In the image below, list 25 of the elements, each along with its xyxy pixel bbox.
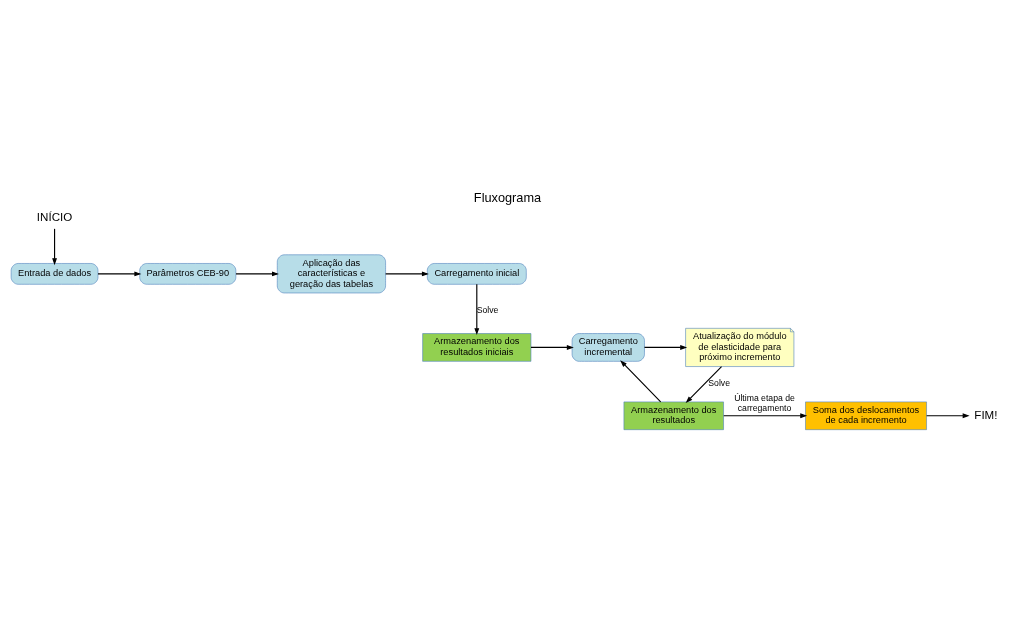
node-box: Carregamento incremental xyxy=(571,333,645,362)
node-box: Carregamento inicial xyxy=(427,263,527,285)
arrow xyxy=(926,413,970,419)
node-text: INÍCIO xyxy=(36,211,73,224)
node-box: Armazenamento dos resultados xyxy=(623,401,724,430)
arrow xyxy=(474,283,480,336)
diagram-title: Fluxograma xyxy=(473,189,542,205)
node-box: Aplicação das características e geração das tabelas xyxy=(276,254,386,294)
arrow xyxy=(723,413,808,419)
edge-label: Solve xyxy=(476,304,499,315)
edge-label: Última etapa de carregamento xyxy=(734,393,795,414)
arrow xyxy=(530,345,574,350)
edge-label: Solve xyxy=(708,378,731,389)
node-box: Armazenamento dos resultados iniciais xyxy=(422,333,532,362)
arrow xyxy=(52,228,57,266)
node-box: Entrada de dados xyxy=(10,263,99,285)
node-box: Soma dos deslocamentos de cada incremento xyxy=(805,401,927,430)
arrow xyxy=(643,345,688,350)
node-box: Parâmetros CEB-90 xyxy=(139,263,237,285)
arrow xyxy=(685,365,723,404)
node-text: FIM! xyxy=(974,408,998,421)
arrow xyxy=(235,271,279,277)
arrow xyxy=(620,360,662,403)
arrow xyxy=(97,271,142,277)
arrow xyxy=(385,271,429,277)
